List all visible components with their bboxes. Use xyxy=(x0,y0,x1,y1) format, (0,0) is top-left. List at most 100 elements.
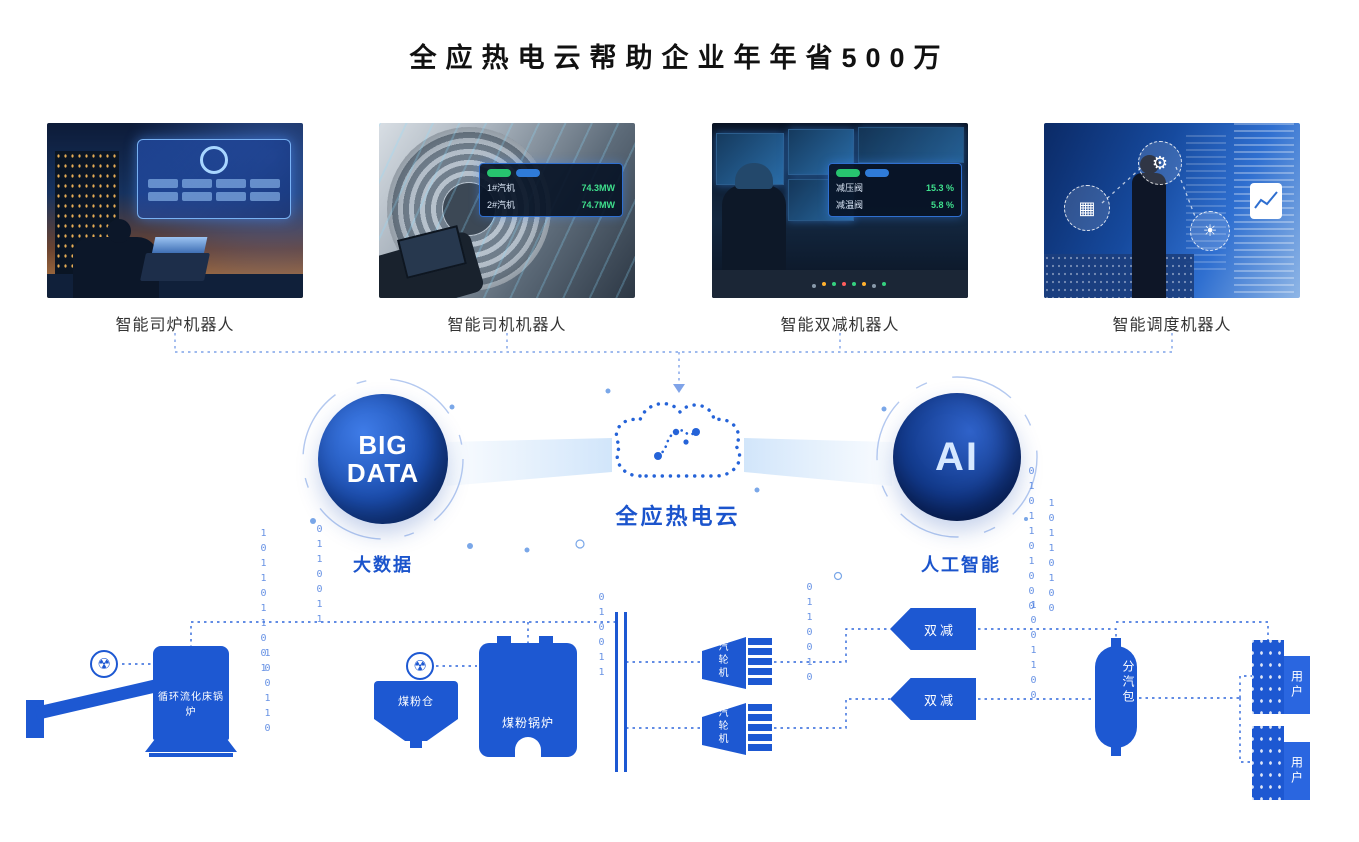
card-connectors xyxy=(174,333,1173,386)
ai-text: AI xyxy=(935,434,979,479)
lamp-icon: ☀ xyxy=(1190,211,1230,251)
floating-dashboard: 减压阀 15.3 % 减温阀 5.8 % xyxy=(828,163,962,217)
gear-icon: ⚙ xyxy=(1138,141,1182,185)
decorative-ring-dot xyxy=(833,571,843,581)
big-data-text-line1: BIG xyxy=(358,429,408,460)
card-caption: 智能双减机器人 xyxy=(780,317,900,334)
user-building: 用户 xyxy=(1252,640,1312,714)
cfb-boiler-label: 循环流化床锅炉 xyxy=(158,692,224,718)
beam-left xyxy=(447,438,612,486)
laptop-screen xyxy=(151,237,208,253)
binary-column: 100110 xyxy=(262,648,273,738)
user-building: 用户 xyxy=(1252,726,1312,800)
manager-silhouette xyxy=(1132,155,1166,298)
cloud-brand-label: 全应热电云 xyxy=(615,504,741,529)
big-data-text-line2: DATA xyxy=(346,458,420,488)
decorative-ring-dot xyxy=(575,539,585,549)
big-data-label: 大数据 xyxy=(353,555,413,575)
radiation-icon: ☢ xyxy=(90,650,118,678)
coal-silo-label: 煤粉仓 xyxy=(398,696,434,708)
hud-row: 2#汽机 74.7MW xyxy=(487,198,615,211)
hud-row: 减压阀 15.3 % xyxy=(836,181,954,194)
pressure-reducer: 双减 xyxy=(890,678,976,720)
coal-boiler: 煤粉锅炉 xyxy=(479,643,577,757)
boiler-stack xyxy=(539,636,553,644)
beam-right xyxy=(744,438,892,486)
card-caption: 智能司炉机器人 xyxy=(115,317,235,334)
hud-value: 74.7MW xyxy=(581,199,615,210)
binary-column: 1001100 xyxy=(1028,600,1039,705)
photo-card-stoker-robot xyxy=(47,123,303,298)
cfb-boiler: 循环流化床锅炉 xyxy=(153,646,229,740)
hud-row: 减温阀 5.8 % xyxy=(836,198,954,211)
hud-label: 2#汽机 xyxy=(487,200,516,210)
coal-silo-funnel xyxy=(374,719,458,741)
card-caption: 智能司机机器人 xyxy=(447,317,567,334)
status-chip-blue xyxy=(516,169,540,177)
binary-column: 0101101000 xyxy=(1026,466,1037,616)
photo-card-driver-robot: 1#汽机 74.3MW 2#汽机 74.7MW xyxy=(379,123,635,298)
steam-manifold xyxy=(615,612,627,772)
status-chips xyxy=(487,169,615,177)
building-tower xyxy=(1252,726,1284,800)
pressure-reducer: 双减 xyxy=(890,608,976,650)
coal-silo: 煤粉仓 xyxy=(374,681,458,719)
hud-label: 减温阀 xyxy=(836,200,864,210)
cfb-boiler-base xyxy=(145,740,237,752)
page-title: 全应热电云帮助企业年年省500万 xyxy=(409,43,950,73)
binary-column: 010011 xyxy=(596,592,607,682)
mini-chart-panel xyxy=(1250,183,1282,219)
floating-dashboard: 1#汽机 74.3MW 2#汽机 74.7MW xyxy=(479,163,623,217)
hud-label: 减压阀 xyxy=(836,183,864,193)
cloud-logo xyxy=(614,401,742,478)
steam-turbine: 汽轮机 xyxy=(700,634,774,692)
binary-column: 1011011001 xyxy=(258,528,269,678)
coal-boiler-label: 煤粉锅炉 xyxy=(501,716,554,730)
floating-dashboard xyxy=(137,139,291,219)
binary-column: 10110100 xyxy=(1046,498,1057,618)
plant-silhouette xyxy=(1044,254,1194,298)
turbine-label: 汽轮机 xyxy=(716,707,727,746)
user-label: 用户 xyxy=(1289,756,1304,786)
coal-silo-outlet xyxy=(410,741,422,748)
user-label: 用户 xyxy=(1289,670,1304,700)
ai-label: 人工智能 xyxy=(921,555,1001,575)
drum-label: 分汽包 xyxy=(1121,660,1135,705)
binary-column: 0110011 xyxy=(314,524,325,629)
steam-distribution-drum: 分汽包 xyxy=(1095,638,1137,756)
person-head xyxy=(107,219,131,243)
hud-value: 74.3MW xyxy=(581,182,615,193)
card-caption: 智能调度机器人 xyxy=(1112,317,1232,334)
badge-links xyxy=(1101,166,1197,220)
hud-label: 1#汽机 xyxy=(487,183,516,193)
building-tower: 用户 xyxy=(1284,656,1310,714)
gauge-icon xyxy=(200,146,228,174)
ai-sphere: AI xyxy=(893,393,1021,521)
hud-value: 5.8 % xyxy=(930,199,954,210)
status-chips xyxy=(836,169,954,177)
big-data-sphere: BIG DATA xyxy=(318,394,448,524)
helmet xyxy=(735,163,773,189)
console-buttons xyxy=(822,282,826,286)
photo-card-reduction-robot: 减压阀 15.3 % 减温阀 5.8 % xyxy=(712,123,968,298)
laptop xyxy=(140,237,210,281)
reducer-label: 双减 xyxy=(923,692,956,708)
building-tower: 用户 xyxy=(1284,742,1310,800)
turbine-label: 汽轮机 xyxy=(716,641,727,680)
cfb-boiler-foot xyxy=(149,753,233,757)
code-columns xyxy=(1186,135,1226,275)
control-screen xyxy=(858,127,964,163)
status-chip-green xyxy=(487,169,511,177)
photo-card-dispatch-robot: ▦ ⚙ ☀ xyxy=(1044,123,1300,298)
dashboard-tiles xyxy=(138,179,290,201)
radiation-icon: ☢ xyxy=(406,652,434,680)
building-tower xyxy=(1252,640,1284,714)
control-desk xyxy=(712,270,968,298)
boiler-stack xyxy=(497,636,511,644)
binary-column: 0110010 xyxy=(804,582,815,687)
status-chip-blue xyxy=(865,169,889,177)
hud-value: 15.3 % xyxy=(925,182,954,193)
chart-icon: ▦ xyxy=(1064,185,1110,231)
reducer-label: 双减 xyxy=(923,622,956,638)
